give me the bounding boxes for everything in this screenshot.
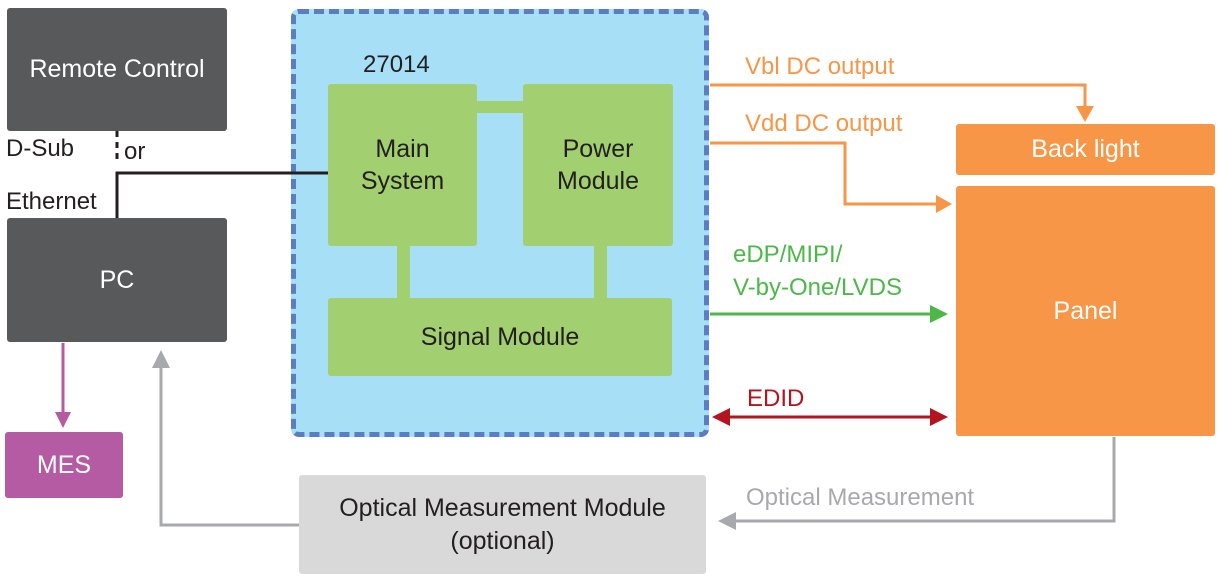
main-system-box: Main System (328, 84, 477, 246)
signal-arrowhead (930, 305, 948, 323)
power-signal-connector (594, 246, 607, 299)
ethernet-label: Ethernet (6, 188, 97, 215)
optical-measurement-arrowhead (718, 512, 736, 530)
mes-box: MES (5, 432, 123, 498)
pc-box: PC (7, 218, 227, 342)
optical-module-optional-label: (optional) (450, 526, 555, 555)
mes-label: MES (36, 450, 92, 479)
back-light-box: Back light (956, 124, 1215, 175)
back-light-label: Back light (1031, 135, 1140, 164)
signal-interface-label-1: eDP/MIPI/ (733, 241, 843, 268)
vdd-label: Vdd DC output (745, 110, 903, 137)
main-power-connector (476, 101, 524, 113)
optical-to-pc-line (159, 366, 299, 527)
vdd-arrowhead (936, 195, 952, 213)
panel-box: Panel (956, 186, 1215, 436)
pc-label: PC (99, 265, 135, 294)
panel-label: Panel (1053, 296, 1118, 325)
optical-module-label: Optical Measurement Module (339, 494, 666, 522)
remote-control-box: Remote Control (7, 8, 227, 131)
signal-module-box: Signal Module (328, 298, 672, 376)
signal-module-label: Signal Module (420, 322, 580, 351)
edid-label: EDID (747, 385, 805, 412)
vbl-line (710, 83, 1087, 108)
vbl-label: Vbl DC output (745, 53, 895, 80)
main-system-label: Main System (360, 134, 445, 196)
pc-to-mes-arrowhead (55, 412, 71, 428)
signal-interface-label-2: V-by-One/LVDS (733, 274, 902, 301)
power-module-box: Power Module (523, 84, 673, 246)
power-module-label: Power Module (557, 134, 639, 196)
vdd-line (710, 141, 938, 206)
edid-right-arrowhead (930, 408, 948, 426)
remote-control-label: Remote Control (29, 55, 205, 84)
main-signal-connector (397, 246, 410, 299)
vbl-arrowhead (1076, 106, 1094, 122)
device-model-label: 27014 (363, 51, 430, 78)
optical-measurement-label: Optical Measurement (746, 484, 975, 511)
edid-left-arrowhead (712, 408, 730, 426)
optical-measurement-line (734, 437, 1116, 523)
or-label: or (124, 138, 146, 165)
dsub-label: D-Sub (6, 135, 75, 162)
optical-measurement-module-box: Optical Measurement Module (optional) (299, 475, 706, 574)
optical-to-pc-arrowhead (152, 350, 170, 368)
